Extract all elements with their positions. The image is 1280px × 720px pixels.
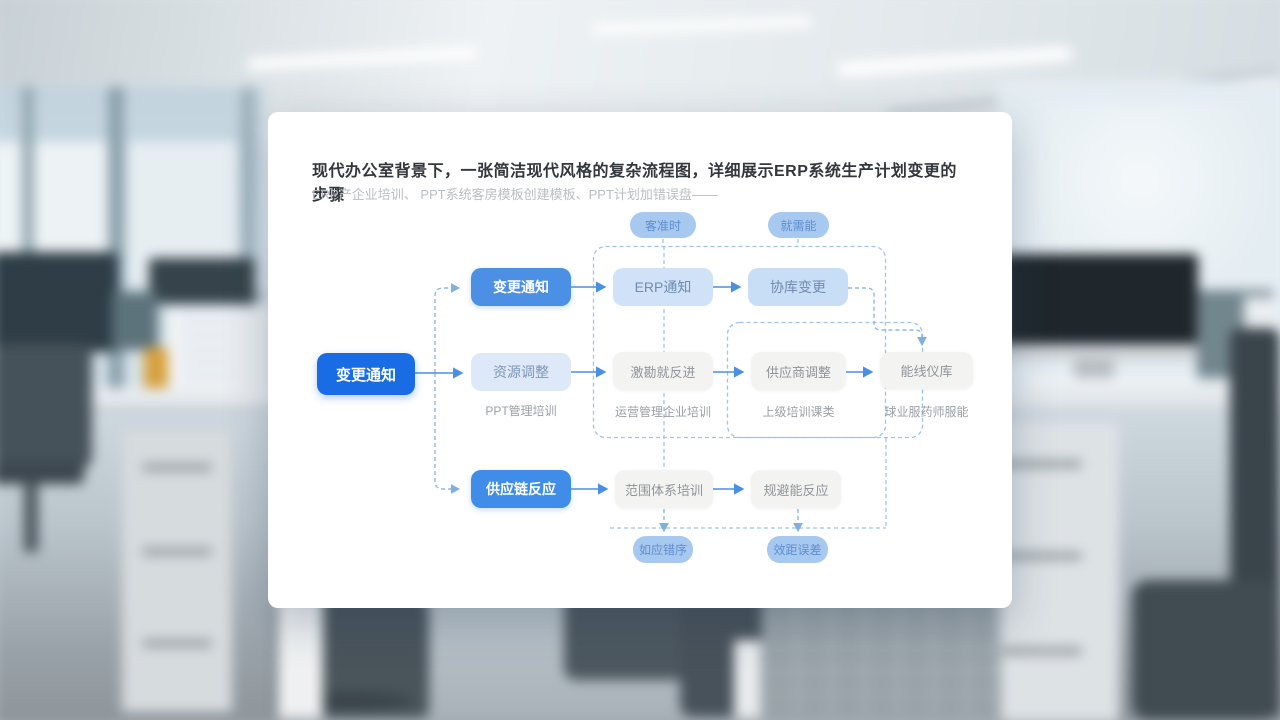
- node-supplier-adjust: 供应商调整: [751, 352, 846, 390]
- desk-partition: [112, 292, 158, 350]
- office-chair-left: [0, 344, 92, 469]
- node-bottom-1: 范围体系培训: [615, 470, 713, 508]
- bottom-badge-1: 如应错序: [633, 536, 693, 563]
- desk-leg: [277, 596, 323, 718]
- monitor-right-stand: [1074, 360, 1114, 380]
- node-resource-adjust: 资源调整: [471, 353, 571, 391]
- top-badge-1: 客准时: [630, 212, 696, 238]
- drawer-handle: [142, 548, 212, 555]
- node-mid-1: 激勘就反进: [613, 352, 713, 390]
- caption-mid-1: 运营管理企业培训: [614, 405, 711, 419]
- desk-partition-left: [149, 258, 255, 304]
- flowchart-diagram: 客准时 就需能 变更通知 变更通知 资源调整 PPT管理培训 供应链反应 ERP…: [268, 112, 1012, 608]
- top-badge-2: 就需能: [768, 212, 829, 238]
- card-subtitle: ERP产企业培训、 PPT系统客房模板创建模板、PPT计划加错误盘——: [312, 187, 718, 202]
- node-change-notice-top: 变更通知: [471, 268, 571, 306]
- node-supply-chain-response: 供应链反应: [471, 470, 571, 508]
- node-bottom-2: 规避能反应: [751, 470, 841, 508]
- desk-right: [987, 390, 1280, 406]
- drawer-handle: [1002, 460, 1082, 468]
- drawer-handle: [1002, 647, 1082, 655]
- card-title: 现代办公室背景下，一张简洁现代风格的复杂流程图，详细展示ERP系统生产计划变更的…: [312, 163, 957, 204]
- drawer-handle: [1002, 552, 1082, 560]
- flowchart-card: 现代办公室背景下，一张简洁现代风格的复杂流程图，详细展示ERP系统生产计划变更的…: [268, 112, 1012, 608]
- mouse: [1207, 380, 1225, 388]
- monitor-right-bezel: [1002, 344, 1198, 360]
- window-mullion: [108, 87, 124, 399]
- node-change-notice-root: 变更通知: [317, 353, 415, 395]
- bottom-badge-2: 效距误差: [767, 536, 828, 563]
- node-mid-3: 能线仪库: [880, 352, 973, 389]
- monitor-left: [0, 252, 118, 352]
- node-erp-notice: ERP通知: [613, 268, 713, 306]
- drawer-handle: [142, 464, 212, 471]
- drawer-handle: [142, 640, 212, 647]
- caption-mid-2: 上级培训课类: [762, 405, 835, 419]
- office-chair-bottom-right: [1132, 580, 1277, 720]
- caption-resource-adjust: PPT管理培训: [485, 404, 557, 418]
- office-chair-left-seat: [0, 462, 84, 484]
- caption-mid-3: 球业服药师服能: [884, 405, 969, 419]
- desk-left-edge: [0, 405, 292, 411]
- monitor-right: [1002, 254, 1198, 348]
- desk-leg: [734, 640, 761, 718]
- keyboard: [1027, 378, 1197, 387]
- node-plan-change: 协库变更: [748, 268, 848, 306]
- yellow-cup: [144, 348, 168, 390]
- cabinet: [762, 598, 997, 718]
- office-chair-left-post: [24, 482, 38, 552]
- drawer-unit-left: [122, 430, 232, 712]
